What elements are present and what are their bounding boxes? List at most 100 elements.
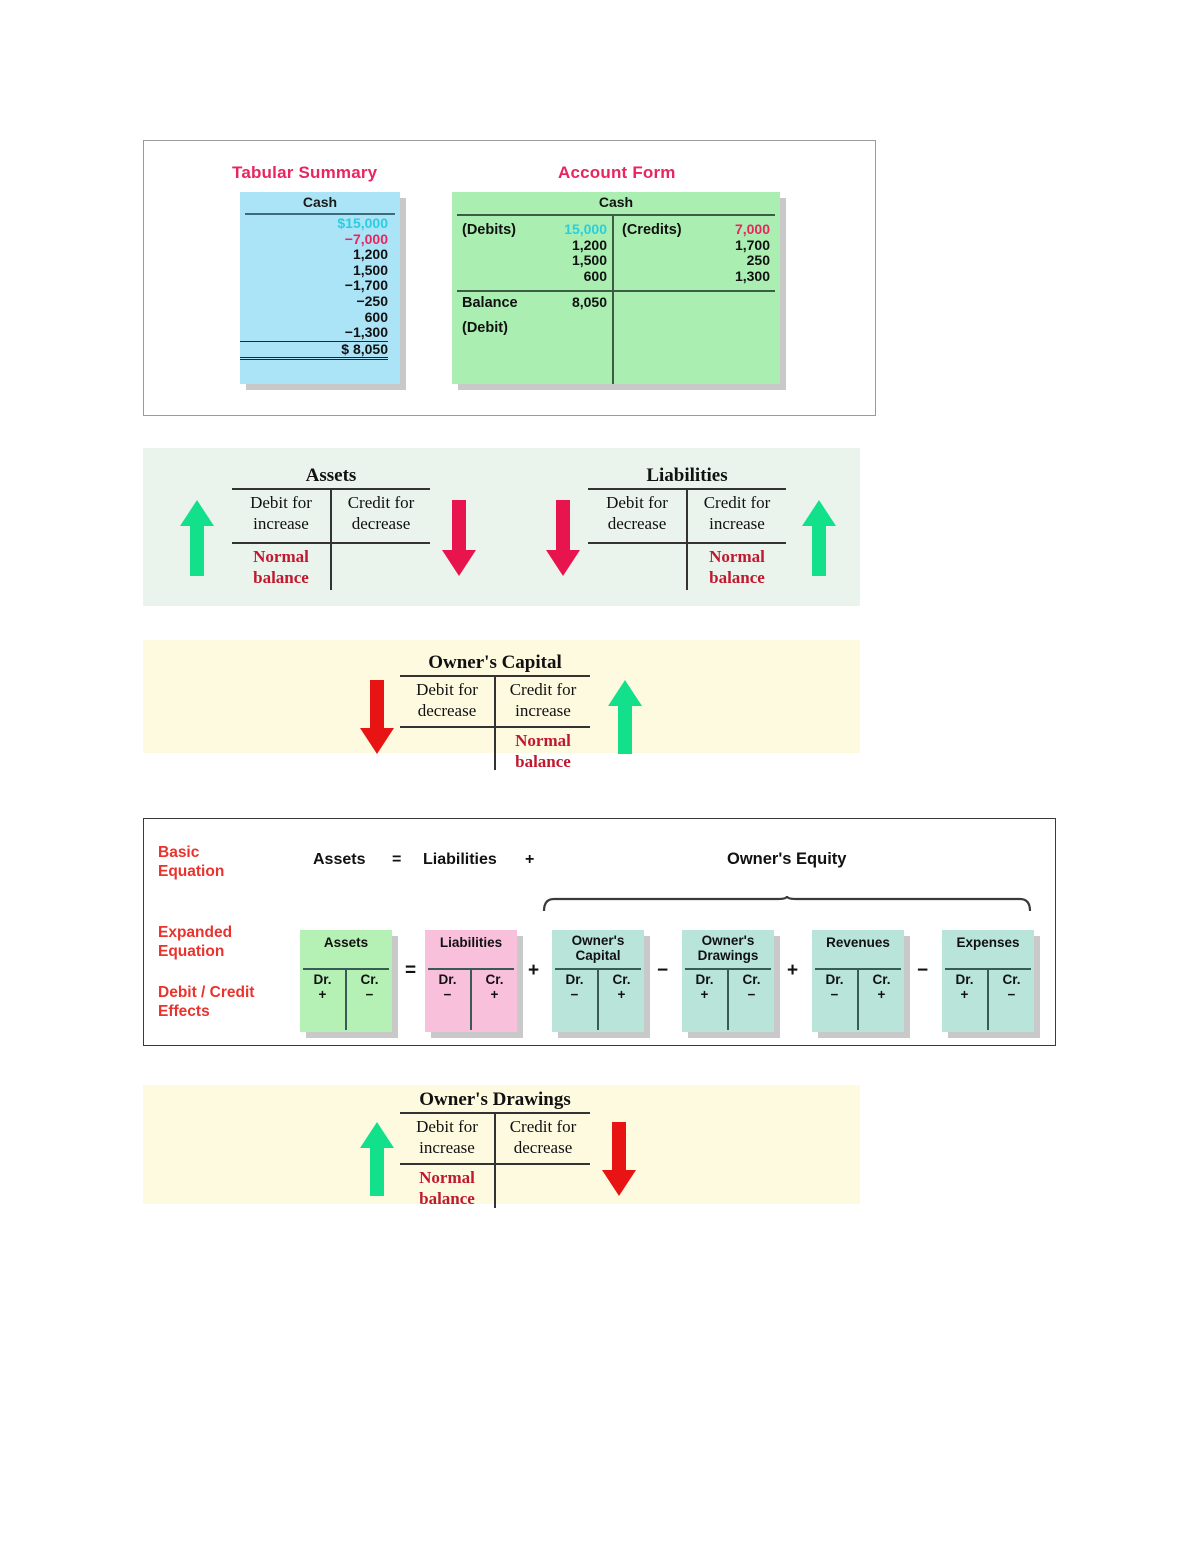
normal-line-1: Normal (253, 547, 309, 566)
basic-equation-label-line1: Basic (158, 844, 200, 861)
box-title-line2: Drawings (697, 948, 759, 963)
tabular-account-name: Cash (302, 194, 338, 210)
debit-sign: + (960, 987, 969, 1002)
expanded-equation-label-line1: Expanded (158, 924, 233, 941)
credit-sign: + (877, 987, 886, 1002)
equation-box-revenues: Revenues Dr. − Cr. + (812, 930, 910, 1038)
t-account-title: Owner's Capital (428, 652, 562, 673)
account-form-card (452, 192, 780, 384)
t-account-assets: Assets Debit for increase Credit for dec… (232, 465, 430, 590)
effects-label-line2: Effects (158, 1003, 210, 1020)
account-form-balance-rule (457, 290, 775, 292)
box-body: Expenses Dr. + Cr. − (942, 930, 1034, 1032)
equation-box-owners-capital: Owner's Capital Dr. − Cr. + (552, 930, 650, 1038)
debit-value: 1,500 (571, 252, 607, 269)
t-account-liabilities: Liabilities Debit for decrease Credit fo… (588, 465, 786, 590)
box-divider (470, 968, 472, 1030)
credit-abbr: Cr. (872, 972, 891, 987)
credit-abbr: Cr. (742, 972, 761, 987)
normal-line-1: Normal (709, 547, 765, 566)
box-title: Expenses (956, 935, 1020, 950)
box-body: Revenues Dr. − Cr. + (812, 930, 904, 1032)
box-credit-cell: Cr. + (599, 972, 644, 1002)
assets-increase-up-arrow-icon (180, 500, 214, 576)
t-account-normal-balance: Normal balance (400, 1167, 494, 1209)
credit-value: 1,700 (734, 236, 770, 253)
box-body: Liabilities Dr. − Cr. + (425, 930, 517, 1032)
credit-abbr: Cr. (360, 972, 379, 987)
box-credit-cell: Cr. + (472, 972, 517, 1002)
t-account-title: Liabilities (646, 465, 728, 486)
tabular-row-value: 600 (364, 308, 388, 325)
tabular-header-rule (245, 213, 395, 215)
normal-line-2: balance (253, 568, 309, 587)
t-account-owners-drawings: Owner's Drawings Debit for increase Cred… (400, 1089, 590, 1209)
box-debit-cell: Dr. + (682, 972, 727, 1002)
box-body: Assets Dr. + Cr. − (300, 930, 392, 1032)
t-account-owners-capital: Owner's Capital Debit for decrease Credi… (400, 652, 590, 771)
t-account-normal-balance: Normal balance (232, 546, 330, 588)
debit-values-column: 15,000 1,200 1,500 600 (462, 221, 607, 284)
box-body: Owner's Drawings Dr. + Cr. − (682, 930, 774, 1032)
credit-values-column: 7,000 1,700 250 1,300 (622, 221, 770, 284)
drawings-increase-up-arrow-icon (360, 1122, 394, 1196)
t-account-credit-cell: Credit for decrease (332, 492, 430, 534)
account-form-account-name: Cash (598, 194, 634, 210)
box-title-line1: Owner's (701, 933, 755, 948)
balance-type-label: (Debit) (462, 320, 508, 336)
debit-line-1: Debit for (606, 493, 668, 512)
equation-box-assets: Assets Dr. + Cr. − (300, 930, 398, 1038)
credit-value: 7,000 (734, 221, 770, 237)
equation-operator-plus-2: + (787, 960, 799, 981)
t-account-divider (494, 675, 496, 770)
assets-liabilities-panel (143, 448, 860, 606)
credit-line-2: decrease (513, 1138, 573, 1157)
tabular-row-value: −1,300 (344, 324, 388, 341)
owners-capital-panel (143, 640, 860, 753)
box-credit-cell: Cr. + (859, 972, 904, 1002)
box-credit-cell: Cr. − (989, 972, 1034, 1002)
basic-equation-owners-equity: Owner's Equity (727, 850, 847, 868)
t-account-divider (330, 488, 332, 590)
debit-line-1: Debit for (416, 680, 478, 699)
debit-abbr: Dr. (955, 972, 974, 987)
credit-sign: − (1007, 987, 1016, 1002)
credit-line-2: increase (515, 701, 571, 720)
box-debit-cell: Dr. − (425, 972, 470, 1002)
box-debit-cell: Dr. + (300, 972, 345, 1002)
tabular-row-value: 1,500 (352, 261, 388, 278)
tabular-row-value: −1,700 (344, 277, 388, 294)
box-title: Owner's Capital (552, 933, 644, 963)
credit-line-1: Credit for (509, 680, 577, 699)
drawings-decrease-down-arrow-icon (602, 1122, 636, 1196)
credit-line-1: Credit for (703, 493, 771, 512)
box-debit-cell: Dr. + (942, 972, 987, 1002)
balance-label: Balance (462, 295, 518, 311)
t-account-credit-cell: Credit for increase (688, 492, 786, 534)
box-title-line1: Owner's (571, 933, 625, 948)
debit-abbr: Dr. (825, 972, 844, 987)
credit-value: 250 (746, 252, 770, 269)
debit-value: 1,200 (571, 236, 607, 253)
credit-sign: + (617, 987, 626, 1002)
debit-abbr: Dr. (313, 972, 332, 987)
t-account-credit-cell: Credit for increase (496, 679, 590, 721)
box-title: Liabilities (439, 935, 503, 950)
normal-line-2: balance (709, 568, 765, 587)
basic-equation-label: Basic Equation (158, 843, 224, 881)
credit-value: 1,300 (734, 267, 770, 284)
tabular-row-value: −7,000 (344, 230, 388, 247)
t-account-mid-rule (232, 542, 430, 544)
normal-line-1: Normal (419, 1168, 475, 1187)
tabular-row-value: $15,000 (337, 215, 388, 231)
assets-decrease-down-arrow-icon (442, 500, 476, 576)
debit-abbr: Dr. (438, 972, 457, 987)
box-credit-cell: Cr. − (347, 972, 392, 1002)
tabular-row-value: −250 (356, 292, 388, 309)
credit-sign: + (490, 987, 499, 1002)
account-form-center-divider (612, 214, 614, 384)
box-divider (987, 968, 989, 1030)
t-account-debit-cell: Debit for decrease (400, 679, 494, 721)
account-form-heading: Account Form (558, 163, 676, 182)
debit-line-1: Debit for (250, 493, 312, 512)
